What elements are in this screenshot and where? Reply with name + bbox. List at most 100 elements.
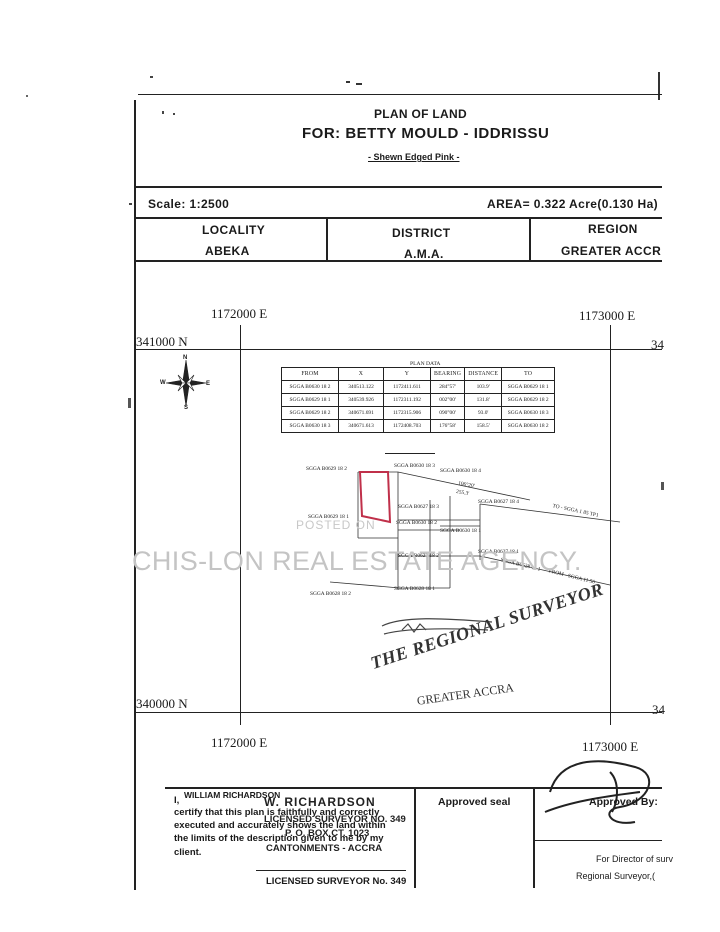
scale-text: Scale: 1:2500 <box>148 197 230 211</box>
column-header: FROM <box>281 367 339 381</box>
scan-speck <box>128 398 131 408</box>
agency-watermark: CHIS-LON REAL ESTATE AGENCY. <box>132 546 582 576</box>
cert-line-1: certify that this plan is faithfully and… <box>174 807 380 818</box>
table-row: SGGA B0629 18 1 340539.926 1172311.192 0… <box>281 393 556 407</box>
scan-speck <box>26 95 28 97</box>
cert-line-4: client. <box>174 847 202 858</box>
regional-surveyor-stamp-icon <box>381 618 493 635</box>
table-row: SGGA B0630 18 3 340671.613 1172408.703 1… <box>281 419 556 433</box>
table-cell: 340539.926 <box>338 393 384 407</box>
grid-easting-top-left: 1172000 E <box>211 306 268 321</box>
grid-easting-bottom-left: 1172000 E <box>211 735 268 750</box>
map-label: SGGA B0630 18 2 <box>396 520 437 526</box>
grid-line-horizontal-bottom <box>135 712 662 713</box>
licensed-surveyor-line: LICENSED SURVEYOR No. 349 <box>266 876 407 887</box>
scan-speck <box>150 76 153 78</box>
grid-northing-top: 341000 N <box>136 334 188 349</box>
parcel-drawing <box>329 471 621 590</box>
grid-line-vertical-right <box>610 325 611 725</box>
map-label: SGGA B0627 18 1 <box>478 549 519 555</box>
for-director-label: For Director of surv <box>596 854 674 864</box>
table-underline <box>385 453 435 454</box>
scan-speck <box>346 81 350 83</box>
column-header: X <box>338 367 384 381</box>
table-cell: 131.8' <box>464 393 503 407</box>
table-row: SGGA B0630 18 2 340513.122 1172411.611 2… <box>281 380 556 394</box>
scan-speck <box>162 111 164 114</box>
column-header: BEARING <box>429 367 466 381</box>
approved-by-label: Approved By: <box>589 796 658 808</box>
map-label: SGGA B0627 18 3 <box>398 504 439 510</box>
locality-label: LOCALITY <box>202 223 266 237</box>
table-cell: 176°58' <box>429 419 466 433</box>
map-label: SGGA B0630 18 4 <box>440 468 481 474</box>
regional-surveyor-label: Regional Surveyor,( <box>576 871 656 881</box>
footer-divider-2 <box>533 788 535 888</box>
map-label: SGGA B0628 18 1 <box>394 586 435 592</box>
map-label: SGGA B0629 18 1 <box>308 514 349 520</box>
map-label: SGGA B0629 18 2 <box>306 466 347 472</box>
plan-owner: FOR: BETTY MOULD - IDDRISSU <box>302 125 550 142</box>
table-cell: 340671.613 <box>338 419 384 433</box>
compass-n: N <box>183 355 188 361</box>
column-header: TO <box>501 367 556 381</box>
table-cell: 1172408.703 <box>383 419 431 433</box>
table-cell: 1172315.906 <box>383 406 431 420</box>
plan-data-header-row: FROM X Y BEARING DISTANCE TO <box>281 367 556 381</box>
scan-speck <box>658 72 660 100</box>
approved-seal-label: Approved seal <box>438 796 511 808</box>
table-cell: SGGA B0629 18 2 <box>501 393 556 407</box>
table-cell: 002°00' <box>429 393 466 407</box>
map-label: SGGA B0627 18 4 <box>478 499 519 505</box>
table-cell: SGGA B0629 18 1 <box>281 393 339 407</box>
map-label: SGGA B0630 18 3 <box>394 463 435 469</box>
signature-line <box>256 870 406 871</box>
table-row: SGGA B0629 18 2 340671.691 1172315.906 0… <box>281 406 556 420</box>
compass-e: E <box>206 381 211 387</box>
info-divider-1 <box>326 218 328 260</box>
region-value: GREATER ACCR <box>561 244 662 258</box>
north-arrow-icon <box>165 359 207 407</box>
map-label: SGGA B0627 18 2 <box>398 553 439 559</box>
table-cell: 158.5' <box>464 419 503 433</box>
cert-prefix: I, <box>174 795 180 806</box>
compass-w: W <box>160 380 166 386</box>
posted-on-overlay: POSTED ON <box>296 518 376 532</box>
stamp-surveyor-name: W. RICHARDSON <box>264 795 376 809</box>
district-label: DISTRICT <box>392 226 451 240</box>
grid-easting-bottom-right: 1173000 E <box>582 739 639 754</box>
approval-line <box>535 840 662 841</box>
grid-easting-top-right: 1173000 E <box>579 308 636 323</box>
plan-data-caption: PLAN DATA <box>410 361 441 367</box>
plan-title: PLAN OF LAND <box>374 107 467 121</box>
footer-divider-1 <box>414 788 416 888</box>
district-value: A.M.A. <box>404 247 444 261</box>
scan-speck <box>129 203 132 205</box>
table-cell: 1172411.611 <box>383 380 431 394</box>
info-row-bottom-line <box>135 260 662 262</box>
table-cell: SGGA B0630 18 3 <box>281 419 339 433</box>
scale-row-top-line <box>135 186 662 188</box>
stamp-surveyor-license: LICENSED SURVEYOR NO. 349 <box>264 814 406 825</box>
table-cell: 340513.122 <box>338 380 384 394</box>
plan-subtitle: - Shewn Edged Pink - <box>368 152 460 162</box>
grid-northing-bottom-right: 34 <box>652 702 665 717</box>
stamp-surveyor-city: CANTONMENTS - ACCRA <box>266 843 383 854</box>
region-label: REGION <box>588 222 638 236</box>
footer-top-line <box>165 787 662 789</box>
scan-speck <box>356 83 362 85</box>
info-divider-2 <box>529 218 531 260</box>
table-cell: SGGA B0629 18 2 <box>281 406 339 420</box>
parcel-boundary-pink <box>358 471 392 524</box>
table-cell: 103.9' <box>464 380 503 394</box>
grid-line-horizontal-top <box>135 349 662 350</box>
plan-data-table: FROM X Y BEARING DISTANCE TO SGGA B0630 … <box>281 367 556 433</box>
compass-s: S <box>184 405 189 411</box>
info-row-top-line <box>135 217 662 219</box>
frame-left-line <box>134 100 136 890</box>
signature-scribble-icon <box>544 760 651 824</box>
stamp-surveyor-box: P. O. BOX CT. 1023 <box>285 828 370 839</box>
area-text: AREA= 0.322 Acre(0.130 Ha) <box>487 197 659 211</box>
column-header: DISTANCE <box>464 367 503 381</box>
